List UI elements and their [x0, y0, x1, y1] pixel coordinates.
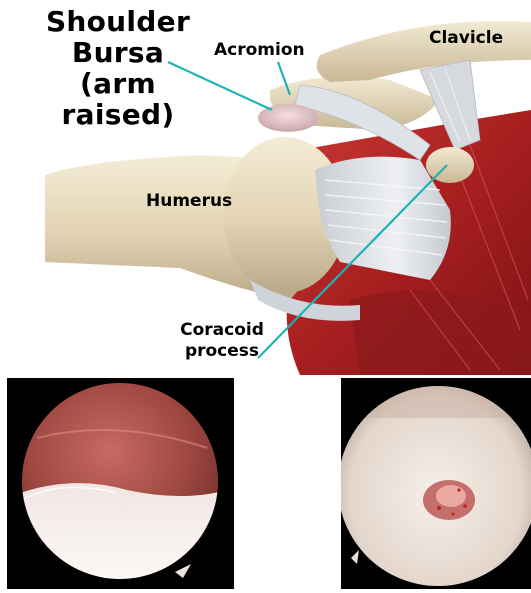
arthroscopy-view-right: [341, 378, 531, 589]
bursa-label-line-2: Bursa: [28, 37, 208, 68]
bursa-label-line-3: (arm: [28, 68, 208, 99]
arthroscopy-view-left: [7, 378, 234, 589]
acromion-label: Acromion: [214, 40, 305, 61]
bursa-label-line-1: Shoulder: [28, 6, 208, 37]
coracoid-label: Coracoid process: [168, 320, 276, 362]
clavicle-label: Clavicle: [429, 28, 503, 49]
shoulder-anatomy-illustration: Shoulder Bursa (arm raised) Acromion Cla…: [0, 0, 531, 375]
bursa-label: Shoulder Bursa (arm raised): [28, 6, 208, 130]
arthroscopy-image-left: [7, 378, 234, 589]
coracoid-label-line-1: Coracoid: [168, 320, 276, 341]
coracoid-label-line-2: process: [168, 341, 276, 362]
humerus-label: Humerus: [146, 191, 232, 212]
bursa-label-line-4: raised): [28, 99, 208, 130]
arthroscopy-image-right: [341, 378, 531, 589]
